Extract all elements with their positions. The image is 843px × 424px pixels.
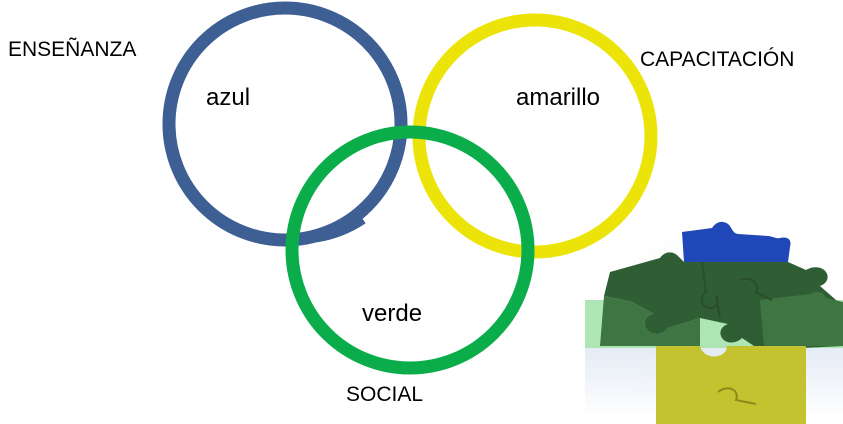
puzzle-pieces-image (585, 205, 843, 424)
puzzle-seam (739, 278, 773, 301)
blue-ring-label: azul (206, 84, 251, 111)
ensenanza-label: ENSEÑANZA (8, 38, 137, 61)
blue-ring-overlap (314, 212, 366, 243)
yellow-puzzle-piece (656, 346, 806, 424)
top-cropped-text (0, 0, 843, 6)
green-ring (285, 125, 535, 375)
social-label: SOCIAL (346, 383, 424, 406)
puzzle-seam (700, 261, 721, 319)
yellow-ring-label: amarillo (516, 84, 601, 111)
blue-puzzle-piece (682, 221, 791, 262)
capacitacion-label: CAPACITACIÓN (640, 48, 795, 71)
green-ring-label: verde (362, 300, 423, 327)
green-puzzle-piece (600, 296, 700, 346)
puzzle-seam (717, 387, 757, 405)
blue-ring (162, 1, 408, 247)
green-puzzle-piece (760, 291, 843, 346)
